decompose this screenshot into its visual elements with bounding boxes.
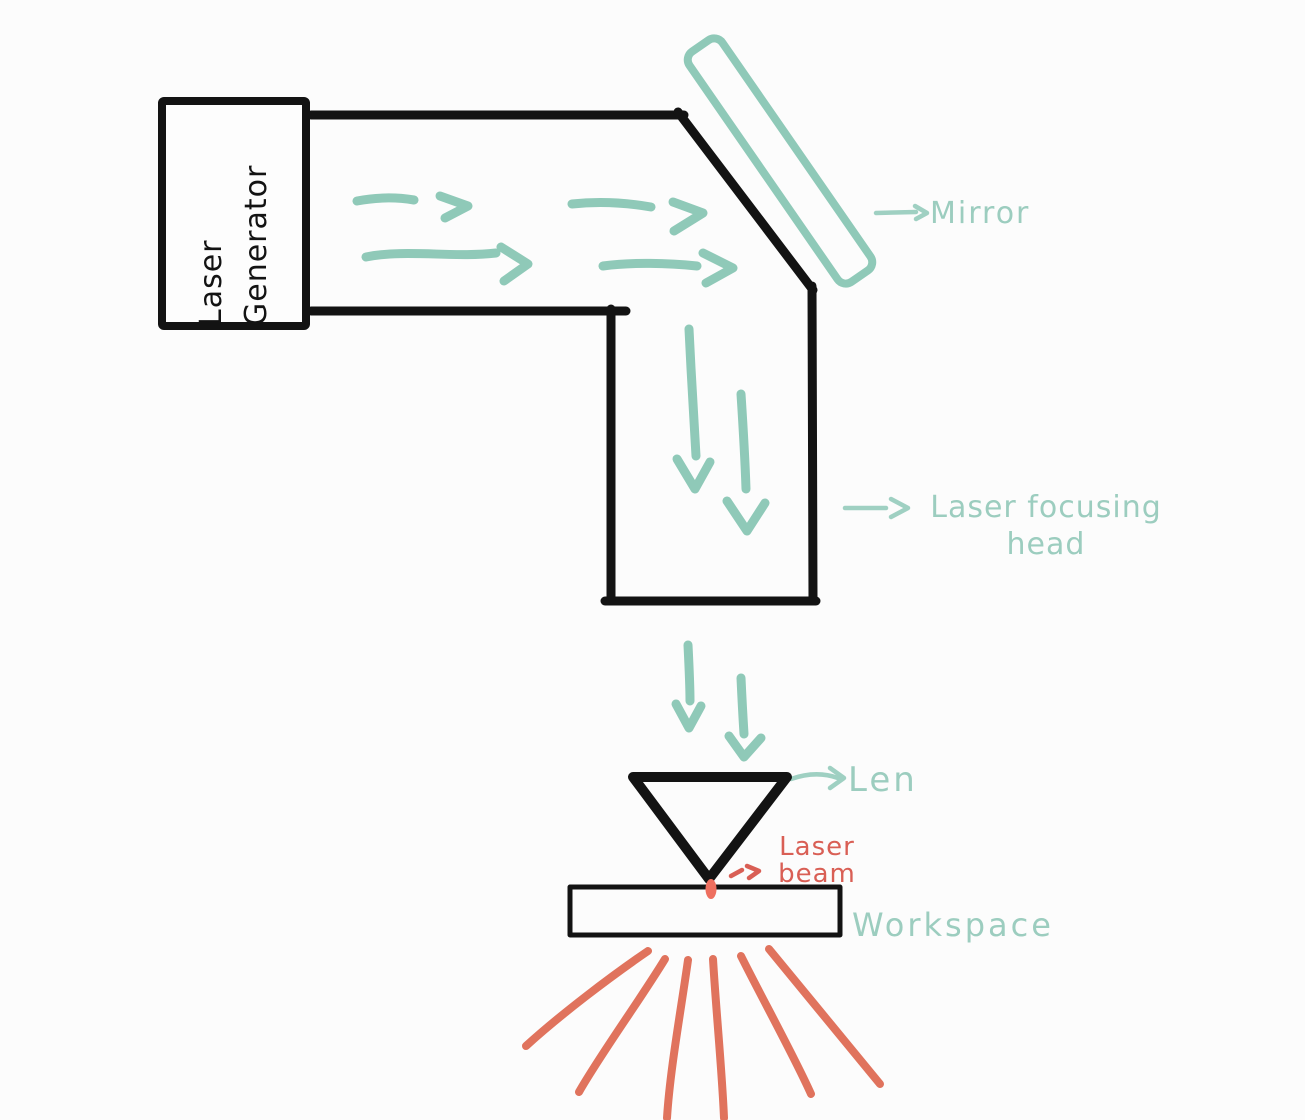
mirror-pointer-head <box>912 203 930 222</box>
beam-arrow-line <box>736 673 749 739</box>
focus-pointer-head <box>888 496 911 520</box>
beam-arrows-vertical <box>672 324 770 536</box>
laser-beam-pointer <box>728 863 762 881</box>
scatter-ray <box>765 945 884 1088</box>
workspace-surface <box>567 884 843 938</box>
beam-arrowhead <box>671 699 706 733</box>
laser-generator-label: Laser Generator <box>194 164 274 326</box>
beam-arrow-line <box>684 324 701 461</box>
beam-arrowhead <box>668 197 708 236</box>
beam-arrowhead <box>435 191 473 223</box>
beam-arrowhead <box>496 242 533 286</box>
beam-arrows-horizontal <box>352 191 738 288</box>
workspace-label: Workspace <box>852 906 1054 944</box>
scatter-ray <box>522 947 652 1050</box>
beam-arrowhead <box>724 731 766 762</box>
mirror-shape <box>683 34 877 288</box>
beam-arrows-exit <box>671 640 766 762</box>
beam-arrow-dash <box>352 193 419 206</box>
laser-beam-pointer-head <box>744 863 762 881</box>
laser-beam-pointer-dash <box>728 867 745 879</box>
mirror-label: Mirror <box>930 196 1031 231</box>
lens-label: Len <box>848 760 918 800</box>
beam-arrow-dash <box>567 198 656 212</box>
tube-right-wall <box>807 281 818 604</box>
label-pointers <box>788 203 930 791</box>
beam-arrow-line <box>683 640 695 706</box>
scatter-ray <box>737 952 815 1098</box>
beam-arrowhead <box>722 496 770 536</box>
laser-beam-label: Laser beam <box>778 832 856 890</box>
lens-triangle <box>628 772 792 884</box>
beam-arrow-line <box>598 258 702 271</box>
beam-arrow-line <box>736 389 751 494</box>
scatter-rays <box>522 945 884 1120</box>
len-pointer-head <box>827 765 847 791</box>
beam-tube-outline <box>306 107 821 606</box>
beam-arrowhead <box>672 454 715 494</box>
tube-diagonal-line <box>673 107 818 295</box>
scatter-ray <box>709 955 728 1120</box>
scatter-ray <box>575 955 669 1096</box>
scatter-ray <box>663 956 692 1120</box>
beam-arrow-line <box>361 248 501 262</box>
len-pointer-arrow <box>788 772 841 782</box>
beam-arrowhead <box>698 248 738 288</box>
laser-generator-box: Laser Generator <box>158 97 310 330</box>
focusing-head-label: Laser focusing head <box>930 490 1162 562</box>
mirror-pointer-arrow <box>873 209 919 216</box>
laser-spot-dot <box>705 879 717 899</box>
